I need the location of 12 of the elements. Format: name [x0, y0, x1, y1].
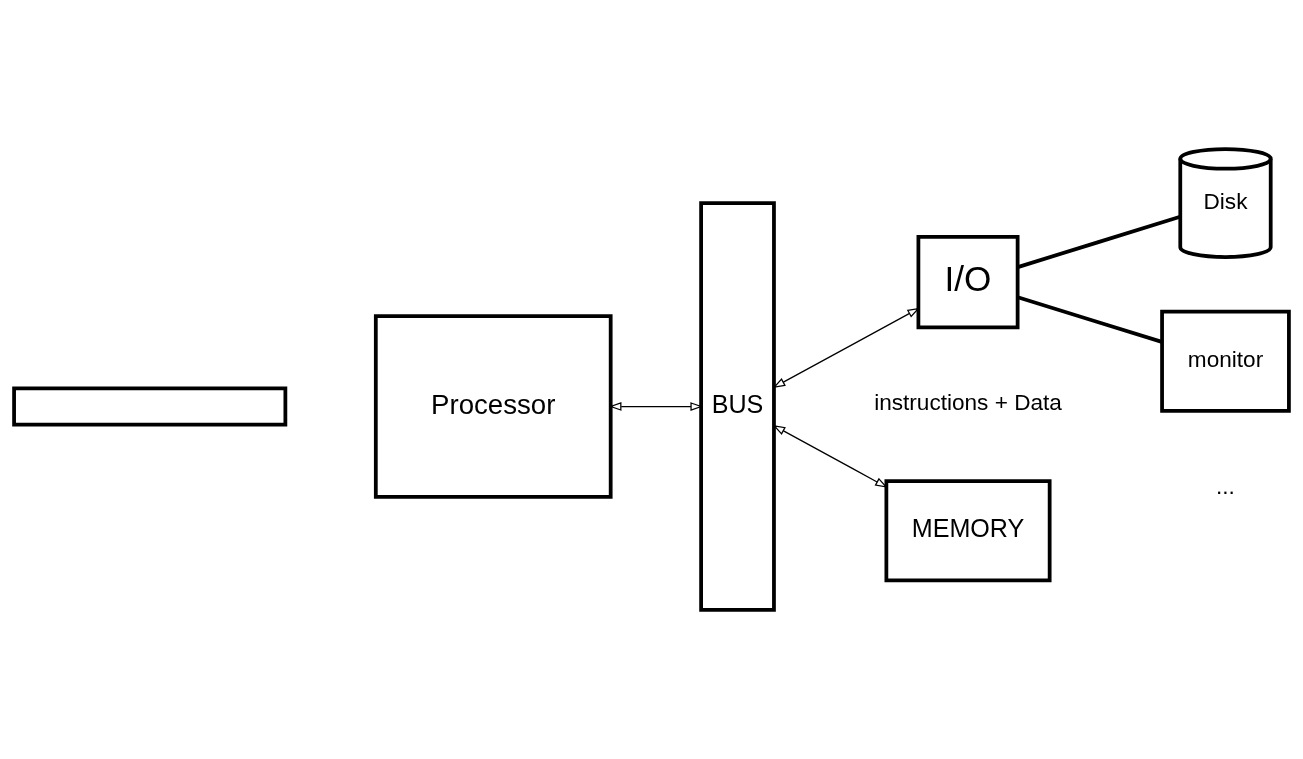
- node-box: MEMORY: [884, 479, 1052, 583]
- label: ...: [1216, 473, 1235, 499]
- arrow: [772, 425, 888, 488]
- node-box: monitor: [1160, 309, 1291, 413]
- connector: [1017, 295, 1163, 344]
- arrow: [772, 307, 920, 388]
- connector: [1017, 214, 1181, 269]
- node-box: BUS: [699, 201, 776, 612]
- node-box: Processor: [373, 314, 613, 499]
- label: instructions + Data: [874, 389, 1062, 415]
- node-box: I/O: [916, 235, 1020, 330]
- node-box: [12, 386, 288, 427]
